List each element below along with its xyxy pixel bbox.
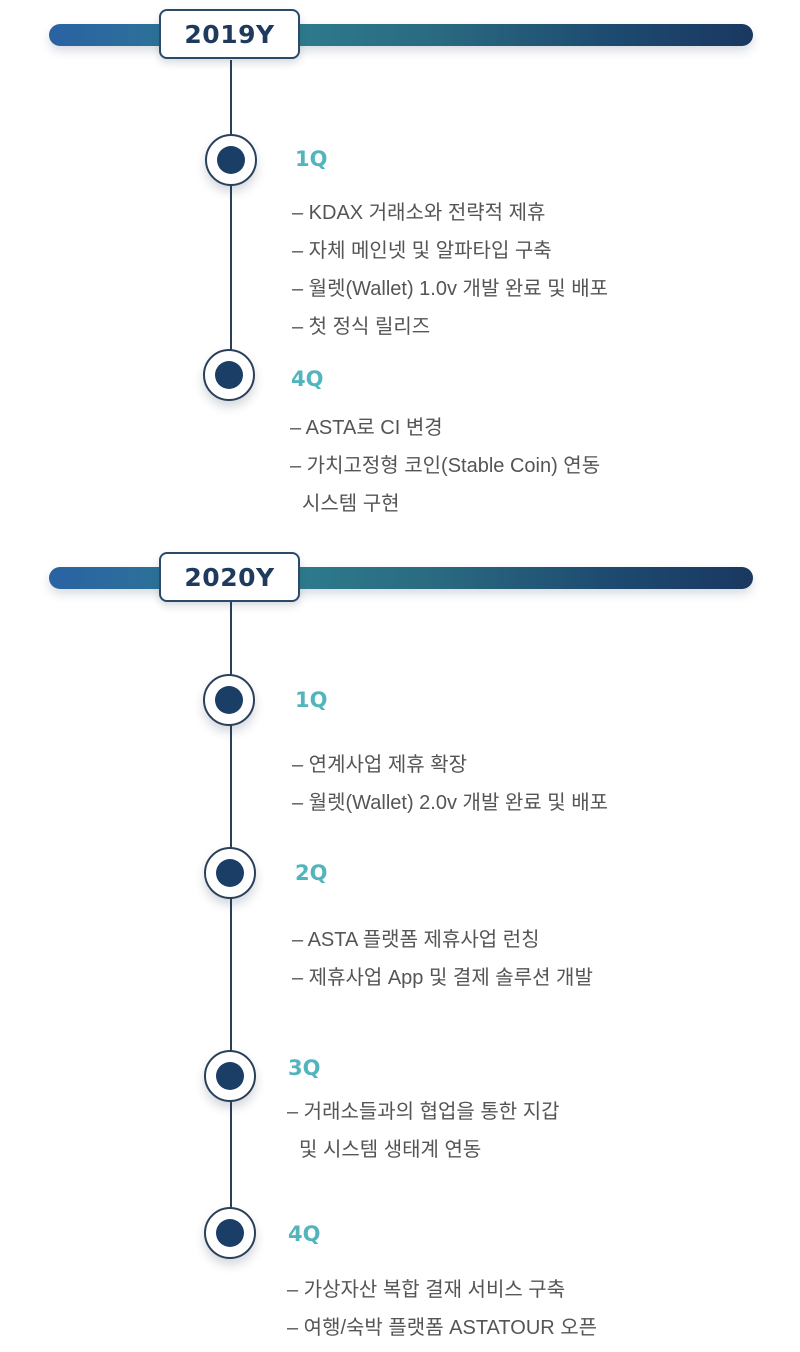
milestone-item: – 거래소들과의 협업을 통한 지갑 xyxy=(287,1101,560,1123)
milestone-node-icon xyxy=(204,1050,256,1102)
node-dot-icon xyxy=(215,361,243,389)
node-dot-icon xyxy=(216,859,244,887)
milestone-item: – 첫 정식 릴리즈 xyxy=(292,316,431,338)
year-bar-2020 xyxy=(49,567,753,589)
quarter-label: 1Q xyxy=(295,147,328,171)
quarter-label: 2Q xyxy=(295,861,328,885)
milestone-item: – ASTA로 CI 변경 xyxy=(290,417,443,439)
milestone-node-icon xyxy=(204,847,256,899)
year-badge-2019: 2019Y xyxy=(159,9,300,59)
timeline-line-2019 xyxy=(230,60,232,380)
year-label: 2019Y xyxy=(184,19,275,49)
year-label: 2020Y xyxy=(184,562,275,592)
milestone-list: – ASTA로 CI 변경 – 가치고정형 코인(Stable Coin) 연동… xyxy=(290,409,600,523)
milestone-list: – 거래소들과의 협업을 통한 지갑 및 시스템 생태계 연동 xyxy=(287,1093,560,1169)
milestone-item: – 가치고정형 코인(Stable Coin) 연동 xyxy=(290,455,601,477)
milestone-item: 및 시스템 생태계 연동 xyxy=(299,1139,482,1161)
milestone-item: – 여행/숙박 플랫폼 ASTATOUR 오픈 xyxy=(287,1317,598,1339)
milestone-node-icon xyxy=(203,349,255,401)
node-dot-icon xyxy=(216,1062,244,1090)
node-dot-icon xyxy=(215,686,243,714)
milestone-item: – 자체 메인넷 및 알파타입 구축 xyxy=(292,240,552,262)
milestone-item: – 가상자산 복합 결재 서비스 구축 xyxy=(287,1279,566,1301)
quarter-label: 1Q xyxy=(295,688,328,712)
milestone-list: – 가상자산 복합 결재 서비스 구축 – 여행/숙박 플랫폼 ASTATOUR… xyxy=(287,1271,597,1347)
milestone-node-icon xyxy=(203,674,255,726)
milestone-item: – 제휴사업 App 및 결제 솔루션 개발 xyxy=(292,967,593,989)
milestone-item: – KDAX 거래소와 전략적 제휴 xyxy=(292,202,546,224)
milestone-node-icon xyxy=(205,134,257,186)
milestone-list: – 연계사업 제휴 확장 – 월렛(Wallet) 2.0v 개발 완료 및 배… xyxy=(292,746,608,822)
node-dot-icon xyxy=(216,1219,244,1247)
milestone-node-icon xyxy=(204,1207,256,1259)
quarter-label: 3Q xyxy=(288,1056,321,1080)
milestone-list: – KDAX 거래소와 전략적 제휴 – 자체 메인넷 및 알파타입 구축 – … xyxy=(292,194,608,346)
milestone-item: – 월렛(Wallet) 1.0v 개발 완료 및 배포 xyxy=(292,278,609,300)
node-dot-icon xyxy=(217,146,245,174)
milestone-item: – 연계사업 제휴 확장 xyxy=(292,754,467,776)
milestone-item: – ASTA 플랫폼 제휴사업 런칭 xyxy=(292,929,540,951)
milestone-item: – 월렛(Wallet) 2.0v 개발 완료 및 배포 xyxy=(292,792,609,814)
quarter-label: 4Q xyxy=(291,367,324,391)
milestone-item: 시스템 구현 xyxy=(302,493,400,515)
year-badge-2020: 2020Y xyxy=(159,552,300,602)
year-bar-2019 xyxy=(49,24,753,46)
timeline-line-2020 xyxy=(230,600,232,1240)
milestone-list: – ASTA 플랫폼 제휴사업 런칭 – 제휴사업 App 및 결제 솔루션 개… xyxy=(292,921,593,997)
quarter-label: 4Q xyxy=(288,1222,321,1246)
